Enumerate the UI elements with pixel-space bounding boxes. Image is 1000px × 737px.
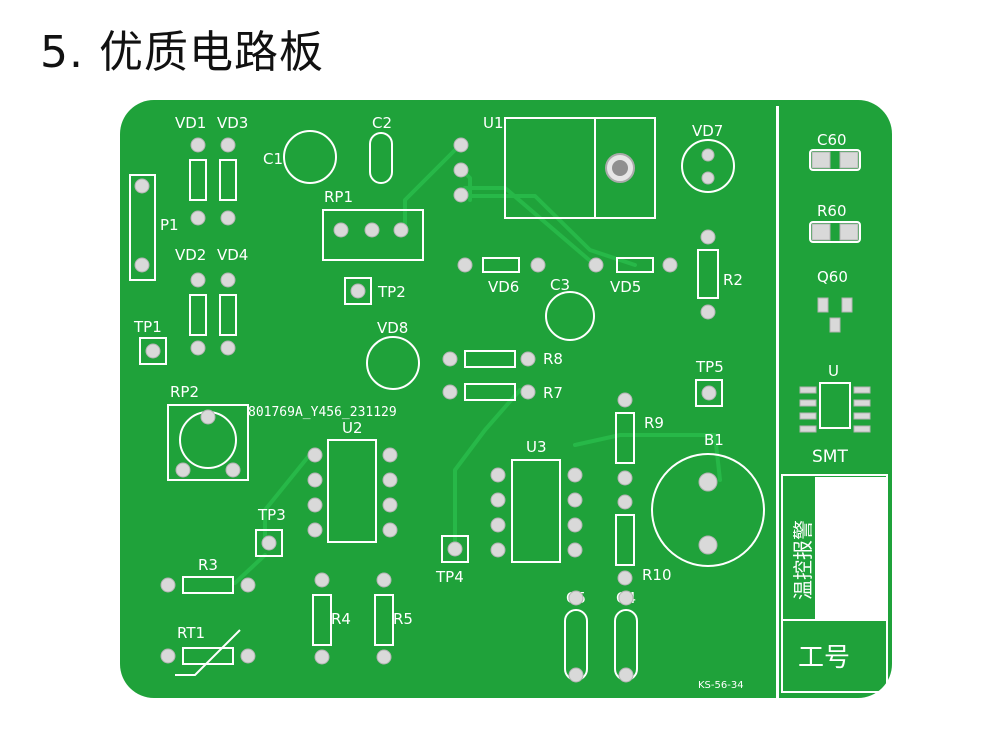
label-vd8: VD8 — [377, 319, 408, 337]
tp2-outline — [344, 277, 372, 305]
label-r10: R10 — [642, 566, 672, 584]
worker-id-label: 工号 — [798, 643, 850, 673]
r10-outline — [615, 514, 635, 566]
label-r5: R5 — [393, 610, 413, 628]
tp1-outline — [139, 337, 167, 365]
c3-outline — [545, 291, 595, 341]
label-tp1: TP1 — [133, 318, 162, 336]
label-u1: U1 — [483, 114, 504, 132]
rp2-outline — [167, 404, 249, 481]
label-rp2: RP2 — [170, 383, 199, 401]
r2-outline — [697, 249, 719, 299]
vd1-outline — [189, 159, 207, 201]
label-vd2: VD2 — [175, 246, 206, 264]
pads — [134, 137, 871, 683]
b1-outline — [651, 453, 765, 567]
label-r2: R2 — [723, 271, 743, 289]
c60-outline — [809, 149, 861, 171]
label-u2: U2 — [342, 419, 363, 437]
c2-outline — [369, 132, 393, 184]
tp4-outline — [441, 535, 469, 563]
worker-id-box — [781, 619, 888, 693]
rt1-outline — [182, 647, 234, 665]
r5-outline — [374, 594, 394, 646]
label-vd4: VD4 — [217, 246, 248, 264]
white-write-area — [815, 477, 887, 620]
pcb-board: VD1 VD3 C2 U1 VD7 C1 RP1 P1 VD2 VD4 R2 V… — [120, 100, 892, 698]
label-u: U — [828, 362, 839, 380]
label-r4: R4 — [331, 610, 351, 628]
vd4-outline — [219, 294, 237, 336]
label-tp3: TP3 — [257, 506, 286, 524]
label-smt: SMT — [812, 447, 848, 467]
p1-outline — [129, 174, 156, 281]
label-b1: B1 — [704, 431, 724, 449]
label-p1: P1 — [160, 216, 179, 234]
label-c1: C1 — [263, 150, 283, 168]
label-r8: R8 — [543, 350, 563, 368]
label-vd5: VD5 — [610, 278, 641, 296]
r60-outline — [809, 221, 861, 243]
vd5-outline — [616, 257, 654, 273]
section-divider — [776, 106, 779, 698]
u1-outline — [504, 117, 656, 219]
vd6-outline — [482, 257, 520, 273]
vd7-outline — [681, 139, 735, 193]
silkscreen-labels: VD1 VD3 C2 U1 VD7 C1 RP1 P1 VD2 VD4 R2 V… — [133, 114, 850, 691]
r8-outline — [464, 350, 516, 368]
label-tp2: TP2 — [377, 283, 406, 301]
u1-mounting-hole-inner — [612, 160, 628, 176]
r7-outline — [464, 383, 516, 401]
label-u3: U3 — [526, 438, 547, 456]
tp3-outline — [255, 529, 283, 557]
label-r7: R7 — [543, 384, 563, 402]
label-q60: Q60 — [817, 268, 848, 286]
label-vd7: VD7 — [692, 122, 723, 140]
label-r9: R9 — [644, 414, 664, 432]
label-c3: C3 — [550, 276, 570, 294]
vd2-outline — [189, 294, 207, 336]
label-tp4: TP4 — [435, 568, 464, 586]
rp1-outline — [322, 209, 424, 261]
c1-outline — [283, 130, 337, 184]
vd8-outline — [366, 336, 420, 390]
label-r3: R3 — [198, 556, 218, 574]
label-r60: R60 — [817, 202, 847, 220]
page-title: 5. 优质电路板 — [40, 27, 324, 78]
label-c2: C2 — [372, 114, 392, 132]
tp5-outline — [695, 379, 723, 407]
u3-outline — [511, 459, 561, 563]
label-c60: C60 — [817, 131, 847, 149]
label-rt1: RT1 — [177, 624, 205, 642]
vertical-function-label: 温控报警 — [791, 520, 815, 600]
components — [129, 117, 861, 681]
r9-outline — [615, 412, 635, 464]
r4-outline — [312, 594, 332, 646]
r3-outline — [182, 576, 234, 594]
label-vd3: VD3 — [217, 114, 248, 132]
label-tp5: TP5 — [695, 358, 724, 376]
board-serial: 801769A_Y456_231129 — [248, 405, 397, 420]
vd3-outline — [219, 159, 237, 201]
model-code: KS-56-34 — [698, 680, 744, 691]
u2-outline — [327, 439, 377, 543]
label-vd1: VD1 — [175, 114, 206, 132]
u-ic-outline — [819, 382, 851, 429]
label-vd6: VD6 — [488, 278, 519, 296]
label-rp1: RP1 — [324, 188, 353, 206]
